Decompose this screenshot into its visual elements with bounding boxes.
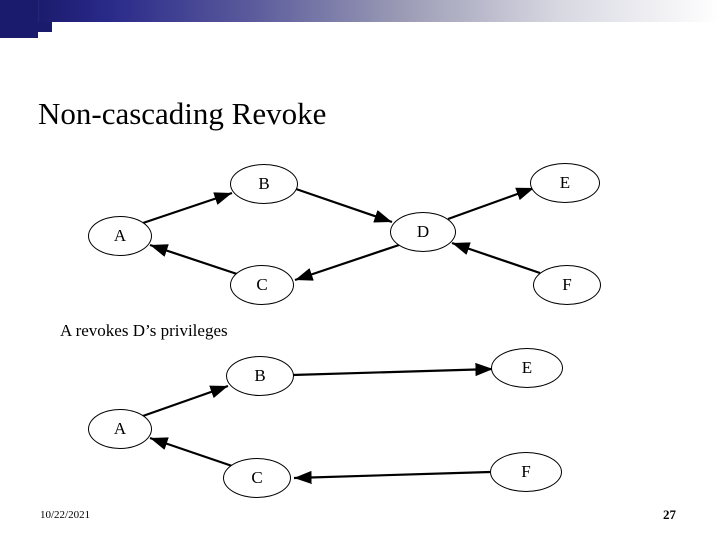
node-d-top: D	[390, 212, 456, 252]
node-c-top: C	[230, 265, 294, 305]
node-a-top: A	[88, 216, 152, 256]
edge-A2-B2	[139, 384, 229, 419]
edge-B-D	[295, 187, 393, 224]
node-f-top: F	[533, 265, 601, 305]
edge-D-C	[294, 243, 400, 282]
slide-date: 10/22/2021	[40, 509, 91, 521]
node-c-bottom: C	[223, 458, 291, 498]
edge-C2-A2	[149, 436, 239, 470]
decorative-top-banner	[0, 0, 720, 46]
node-e-bottom: E	[491, 348, 563, 388]
edge-C-A	[149, 243, 244, 278]
banner-square-3	[0, 22, 20, 38]
slide-page-number: 27	[663, 507, 676, 522]
node-b-bottom: B	[226, 356, 294, 396]
banner-square-1	[0, 0, 20, 22]
node-f-bottom: F	[490, 452, 562, 492]
edge-F-D	[451, 241, 541, 275]
banner-square-4	[20, 22, 38, 38]
banner-square-5	[38, 22, 52, 32]
edge-B2-E2	[291, 362, 494, 377]
page-title: Non-cascading Revoke	[38, 96, 327, 131]
node-a-bottom: A	[88, 409, 152, 449]
diagram-caption: A revokes D’s privileges	[60, 321, 228, 340]
banner-square-2	[20, 0, 38, 22]
node-b-top: B	[230, 164, 298, 204]
edge-D-E	[447, 186, 535, 221]
banner-gradient	[0, 0, 720, 22]
edge-A-B	[139, 191, 233, 226]
node-e-top: E	[530, 163, 600, 203]
edge-F2-C2	[293, 470, 491, 485]
